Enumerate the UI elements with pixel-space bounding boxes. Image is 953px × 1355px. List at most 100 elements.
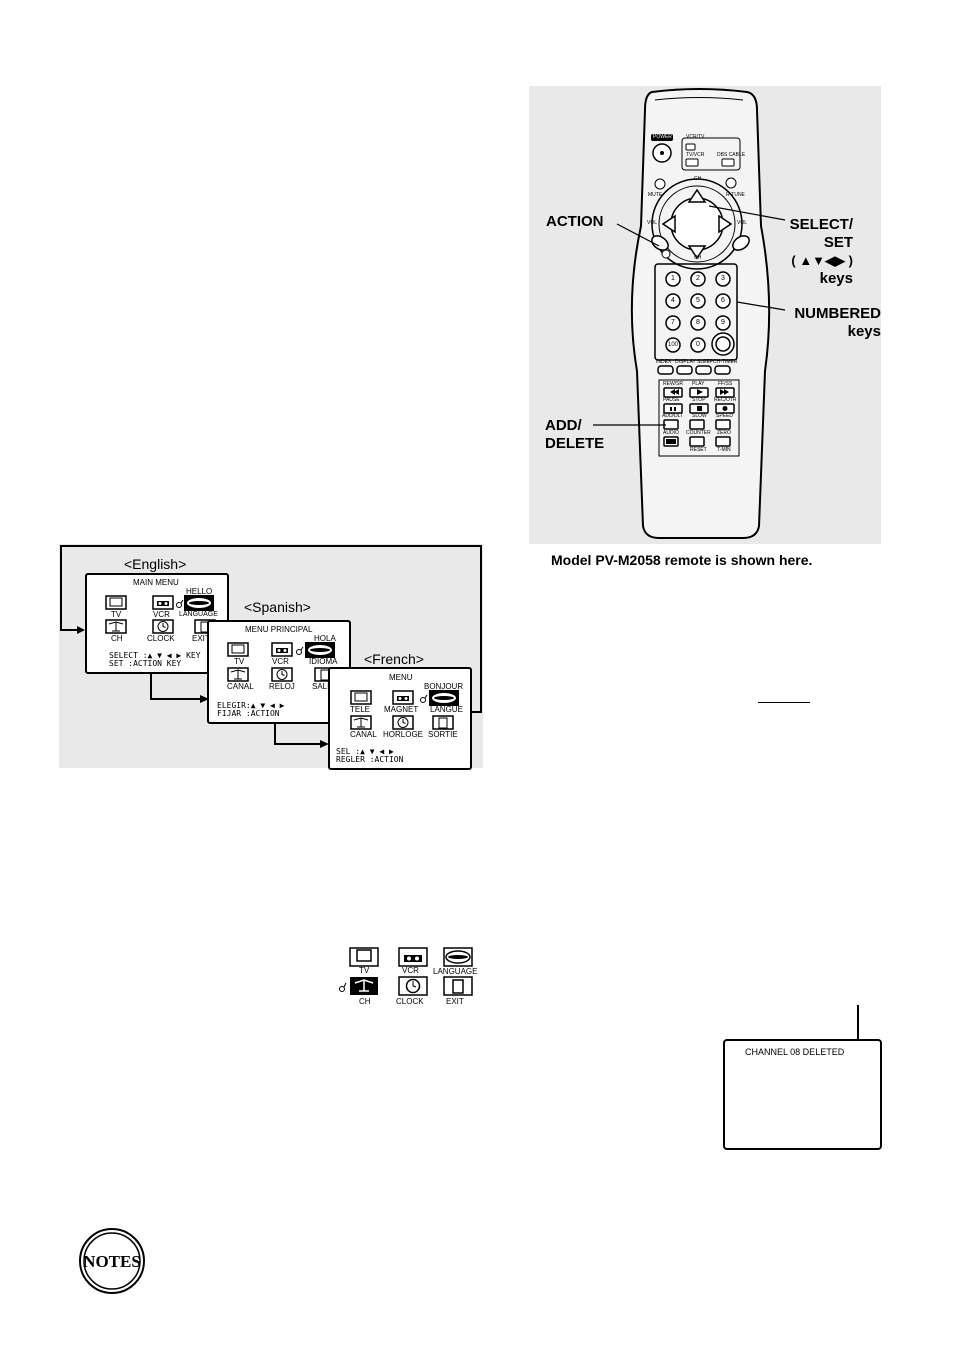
delete-line: DELETE bbox=[545, 435, 605, 452]
tv-icon bbox=[227, 642, 249, 657]
t-min-label: T-MIN bbox=[717, 447, 731, 453]
notes-badge-text: NOTES bbox=[83, 1252, 141, 1271]
underline-mark bbox=[758, 702, 810, 703]
french-line1: SEL :▲ ▼ ◀ ▶ bbox=[336, 747, 394, 756]
power-label: POWER bbox=[653, 134, 672, 140]
notes-badge-icon bbox=[79, 1228, 145, 1294]
small-menu-icons: TV VCR LANGUAGE CH CLOCK EXIT bbox=[336, 946, 486, 1006]
stop-label: STOP bbox=[692, 397, 706, 403]
english-menu-title: MAIN MENU bbox=[133, 578, 179, 587]
english-menu-screen: MAIN MENU HELLO TV VCR LANGUAGE CH CLOCK… bbox=[85, 573, 229, 674]
english-greeting: HELLO bbox=[186, 587, 213, 596]
numbered-line2: keys bbox=[847, 323, 881, 340]
spanish-icon-salir: SALIR bbox=[312, 682, 336, 691]
vcr-icon bbox=[398, 947, 428, 967]
key-4[interactable]: 4 bbox=[671, 297, 675, 304]
language-icon bbox=[184, 595, 214, 611]
english-line1: SELECT :▲ ▼ ◀ ▶ KEY bbox=[109, 651, 201, 660]
french-icon-tele: TELE bbox=[350, 705, 371, 714]
dbs-cable-label: DBS CABLE bbox=[717, 152, 746, 158]
select-set-line3: ( ▲▼◀▶ ) bbox=[791, 253, 853, 268]
zero-label: ZERO bbox=[717, 430, 731, 436]
mute-label: MUTE bbox=[648, 192, 663, 198]
select-set-label: SELECT/ SET ( ▲▼◀▶ ) keys bbox=[760, 216, 853, 287]
exit-icon bbox=[443, 976, 473, 996]
clock-icon bbox=[392, 715, 414, 730]
vol-label-left: VOL bbox=[647, 220, 658, 226]
add-dlt-label: ADD/DLT bbox=[662, 413, 684, 419]
french-icon-sortie: SORTIE bbox=[428, 730, 458, 739]
vol-label-right: VOL bbox=[737, 220, 748, 226]
language-icon bbox=[429, 690, 459, 706]
cursor-icon bbox=[176, 599, 184, 608]
menu-flow-lines bbox=[60, 545, 482, 748]
key-1[interactable]: 1 bbox=[671, 275, 675, 282]
clock-icon bbox=[271, 667, 293, 682]
key-5[interactable]: 5 bbox=[696, 297, 700, 304]
english-icon-ch: CH bbox=[111, 634, 123, 643]
key-3[interactable]: 3 bbox=[721, 275, 725, 282]
spanish-title: <Spanish> bbox=[244, 599, 311, 615]
key-100[interactable]: 100 bbox=[668, 342, 679, 348]
small-icon-clock: CLOCK bbox=[396, 997, 424, 1006]
ch-timer-label: CH-TIMER bbox=[713, 359, 738, 365]
english-icon-vcr: VCR bbox=[153, 610, 170, 619]
clock-icon bbox=[152, 619, 174, 634]
french-icon-magnet: MAGNET bbox=[384, 705, 419, 714]
notes-badge: NOTES bbox=[78, 1227, 146, 1295]
r-tune-label: R-TUNE bbox=[726, 192, 745, 198]
spanish-icon-tv: TV bbox=[234, 657, 245, 666]
vcr-icon bbox=[392, 690, 414, 705]
clock-icon bbox=[398, 976, 428, 996]
audio-label: AUDIO bbox=[663, 430, 679, 436]
add-line: ADD/ bbox=[545, 417, 582, 434]
key-6[interactable]: 6 bbox=[721, 297, 725, 304]
remote-caption: Model PV-M2058 remote is shown here. bbox=[551, 552, 813, 568]
vcr-tv-label: VCR/TV bbox=[686, 134, 705, 140]
reset-label: RESET bbox=[690, 447, 707, 453]
counter-label: COUNTER bbox=[686, 430, 711, 436]
key-2[interactable]: 2 bbox=[696, 275, 700, 282]
french-greeting: BONJOUR bbox=[424, 682, 464, 691]
spanish-line2: FIJAR :ACTION bbox=[217, 709, 280, 718]
french-menu-title: MENU bbox=[389, 673, 413, 682]
key-0[interactable]: 0 bbox=[696, 341, 700, 348]
french-icon-langue: LANGUE bbox=[430, 705, 463, 714]
tv-icon bbox=[349, 947, 379, 967]
select-set-line4: keys bbox=[819, 270, 853, 287]
add-delete-label: ADD/ DELETE bbox=[545, 417, 604, 452]
french-icon-canal: CANAL bbox=[350, 730, 377, 739]
english-icon-tv: TV bbox=[111, 610, 122, 619]
slow-label: SLOW bbox=[692, 413, 707, 419]
ff-label: FF/SS bbox=[718, 381, 733, 387]
spanish-icon-idioma: IDIOMA bbox=[309, 657, 338, 666]
index-label: INDEX bbox=[656, 359, 672, 365]
speed-label: SPEED bbox=[716, 413, 733, 419]
english-icon-clock: CLOCK bbox=[147, 634, 175, 643]
antenna-icon bbox=[227, 667, 249, 682]
french-icon-horloge: HORLOGE bbox=[383, 730, 424, 739]
tv-icon bbox=[105, 595, 127, 610]
ch-label-top: CH bbox=[694, 176, 702, 182]
spanish-icon-vcr: VCR bbox=[272, 657, 289, 666]
tv-icon bbox=[350, 690, 372, 705]
key-8[interactable]: 8 bbox=[696, 319, 700, 326]
english-icon-language: LANGUAGE bbox=[179, 611, 218, 618]
key-9[interactable]: 9 bbox=[721, 319, 725, 326]
select-set-line1: SELECT/ bbox=[789, 216, 853, 233]
spanish-icon-reloj: RELOJ bbox=[269, 682, 295, 691]
channel-deleted-message: CHANNEL 08 DELETED bbox=[745, 1047, 845, 1057]
antenna-icon bbox=[105, 619, 127, 634]
ch-label-bottom: CH bbox=[694, 255, 702, 261]
spanish-greeting: HOLA bbox=[314, 634, 336, 643]
cursor-icon bbox=[420, 694, 428, 703]
channel-pointer-line bbox=[857, 1005, 859, 1041]
cursor-icon bbox=[296, 646, 304, 655]
french-title: <French> bbox=[364, 651, 424, 667]
vcr-icon bbox=[271, 642, 293, 657]
key-7[interactable]: 7 bbox=[671, 319, 675, 326]
small-icon-exit: EXIT bbox=[446, 997, 464, 1006]
exit-icon bbox=[432, 715, 454, 730]
antenna-icon bbox=[350, 977, 378, 995]
english-icon-exit: EXIT bbox=[192, 634, 210, 643]
